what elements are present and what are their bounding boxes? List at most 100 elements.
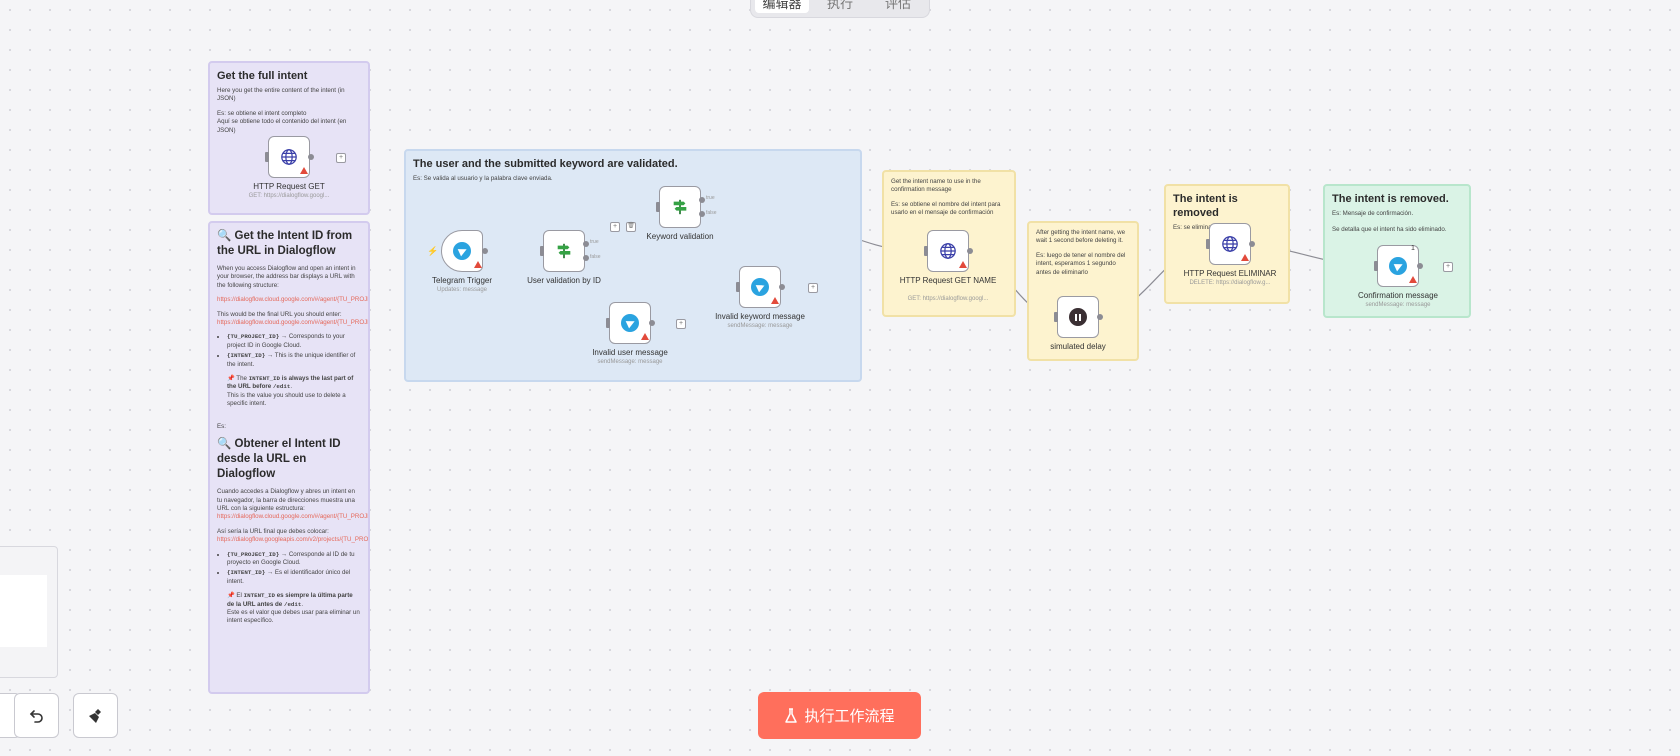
- undo-icon: [29, 709, 43, 723]
- output-port[interactable]: [779, 284, 785, 290]
- tab-editor[interactable]: 编辑器: [755, 0, 809, 13]
- warning-icon: [959, 261, 967, 268]
- node-label: Keyword validation: [646, 232, 714, 241]
- input-port[interactable]: [1054, 312, 1058, 322]
- output-port[interactable]: [308, 154, 314, 160]
- signpost-icon: [557, 243, 571, 259]
- output-port[interactable]: [1417, 263, 1423, 269]
- node-keyword-validation[interactable]: [659, 186, 701, 228]
- input-port[interactable]: [656, 202, 660, 212]
- warning-icon: [1409, 276, 1417, 283]
- output-port[interactable]: [967, 248, 973, 254]
- output-port[interactable]: [1249, 241, 1255, 247]
- tab-executions[interactable]: 执行: [826, 0, 853, 11]
- warning-icon: [771, 297, 779, 304]
- sticky-title: 🔍 Get the Intent ID from the URL in Dial…: [217, 230, 353, 257]
- edge-label-false: false: [706, 210, 717, 216]
- list-item: {TU_PROJECT_ID} → Corresponde al ID de t…: [227, 551, 361, 568]
- input-port[interactable]: [1374, 261, 1378, 271]
- pinned-count-badge: 1: [1411, 245, 1415, 252]
- node-label: Invalid user message: [592, 348, 668, 357]
- output-port-false[interactable]: [699, 211, 705, 217]
- sticky-text: Es: Mensaje de confirmación.: [1332, 210, 1414, 217]
- add-node-button[interactable]: +: [1443, 262, 1453, 272]
- node-subtitle: sendMessage: message: [727, 323, 793, 329]
- pause-icon: [1069, 308, 1087, 326]
- node-label: HTTP Request GET: [253, 182, 325, 191]
- lightning-icon: ⚡: [427, 246, 439, 256]
- node-subtitle: GET: https://dialogflow.googl...: [907, 296, 989, 302]
- output-port[interactable]: [1097, 314, 1103, 320]
- sticky-text: Get the intent name to use in the confir…: [891, 178, 981, 194]
- delete-connection-button[interactable]: 🗑: [626, 222, 636, 232]
- list-item: {INTENT_ID} → Es el identificador único …: [227, 569, 361, 586]
- output-port[interactable]: [482, 248, 488, 254]
- output-port-true[interactable]: [699, 197, 705, 203]
- edge-label-true: true: [706, 195, 715, 201]
- output-port[interactable]: [649, 320, 655, 326]
- add-node-button[interactable]: +: [610, 222, 620, 232]
- sticky-text: Here you get the entire content of the i…: [217, 87, 345, 103]
- sticky-title: The intent is removed.: [1332, 193, 1449, 205]
- sticky-text: Es: Se valida al usuario y la palabra cl…: [413, 175, 553, 182]
- node-user-validation[interactable]: [543, 230, 585, 272]
- node-simulated-delay[interactable]: [1057, 296, 1099, 338]
- telegram-icon: [751, 278, 769, 296]
- side-panel: [0, 546, 58, 678]
- execute-workflow-label: 执行工作流程: [804, 708, 895, 725]
- warning-icon: [1241, 254, 1249, 261]
- sticky-intent-id[interactable]: 🔍 Get the Intent ID from the URL in Dial…: [208, 221, 370, 694]
- tab-evaluations[interactable]: 评估: [884, 0, 911, 11]
- sticky-text: After getting the intent name, we wait 1…: [1036, 229, 1126, 245]
- warning-icon: [641, 333, 649, 340]
- sticky-text: Cuando accedes a Dialogflow y abres un i…: [217, 488, 355, 512]
- input-port[interactable]: [606, 318, 610, 328]
- telegram-icon: [453, 242, 471, 260]
- output-port-true[interactable]: [583, 241, 589, 247]
- add-node-button[interactable]: +: [336, 153, 346, 163]
- sticky-text: When you access Dialogflow and open an i…: [217, 265, 356, 289]
- sticky-text: Es: se obtiene el intent completo: [217, 109, 307, 117]
- input-port[interactable]: [1206, 239, 1210, 249]
- url-example: https://dialogflow.cloud.google.com/#/ag…: [217, 319, 368, 327]
- bullet-list: {TU_PROJECT_ID} → Corresponde al ID de t…: [217, 551, 361, 587]
- sticky-text: Es: luego de tener el nombre del intent,…: [1036, 251, 1126, 276]
- node-subtitle: DELETE: https://dialogflow.g...: [1189, 280, 1271, 286]
- add-node-button[interactable]: +: [676, 319, 686, 329]
- node-label: HTTP Request GET NAME: [899, 276, 997, 285]
- tidy-up-button[interactable]: [73, 693, 118, 738]
- node-label: Invalid keyword message: [715, 312, 805, 321]
- url-example: https://dialogflow.cloud.google.com/#/ag…: [217, 513, 368, 521]
- broom-icon: [88, 708, 101, 723]
- sticky-title-es: 🔍 Obtener el Intent ID desde la URL en D…: [217, 438, 341, 481]
- undo-button[interactable]: [14, 693, 59, 738]
- node-subtitle: sendMessage: message: [1365, 302, 1431, 308]
- node-label: simulated delay: [1050, 342, 1106, 351]
- flask-icon: [785, 707, 798, 723]
- view-tabs: 编辑器 执行 评估: [750, 0, 930, 18]
- execute-workflow-button[interactable]: 执行工作流程: [758, 692, 921, 739]
- url-example: https://dialogflow.cloud.google.com/#/ag…: [217, 296, 368, 304]
- globe-icon: [281, 149, 297, 165]
- globe-icon: [940, 243, 956, 259]
- sticky-text: Es:: [217, 422, 226, 430]
- sticky-text: Es: se obtiene el nombre del intent para…: [891, 200, 1001, 217]
- sticky-text: Es: se elimina el intent: [1173, 224, 1235, 231]
- pin-note: 📌 The INTENT_ID is always the last part …: [227, 375, 354, 408]
- url-example: https://dialogflow.googleapis.com/v2/pro…: [217, 536, 370, 544]
- sticky-text: Aquí se obtiene todo el contenido del in…: [217, 118, 347, 134]
- sticky-title: Get the full intent: [217, 70, 308, 82]
- input-port[interactable]: [265, 152, 269, 162]
- input-port[interactable]: [540, 246, 544, 256]
- warning-icon: [300, 167, 308, 174]
- node-subtitle: sendMessage: message: [597, 359, 663, 365]
- add-node-button[interactable]: +: [808, 283, 818, 293]
- sticky-get-full-intent[interactable]: Get the full intent Here you get the ent…: [208, 61, 370, 215]
- input-port[interactable]: [736, 282, 740, 292]
- input-port[interactable]: [924, 246, 928, 256]
- node-subtitle: Updates: message: [436, 287, 488, 293]
- output-port-false[interactable]: [583, 255, 589, 261]
- list-item: {INTENT_ID} → This is the unique identif…: [227, 352, 361, 369]
- globe-icon: [1222, 236, 1238, 252]
- sticky-delay[interactable]: After getting the intent name, we wait 1…: [1027, 221, 1139, 361]
